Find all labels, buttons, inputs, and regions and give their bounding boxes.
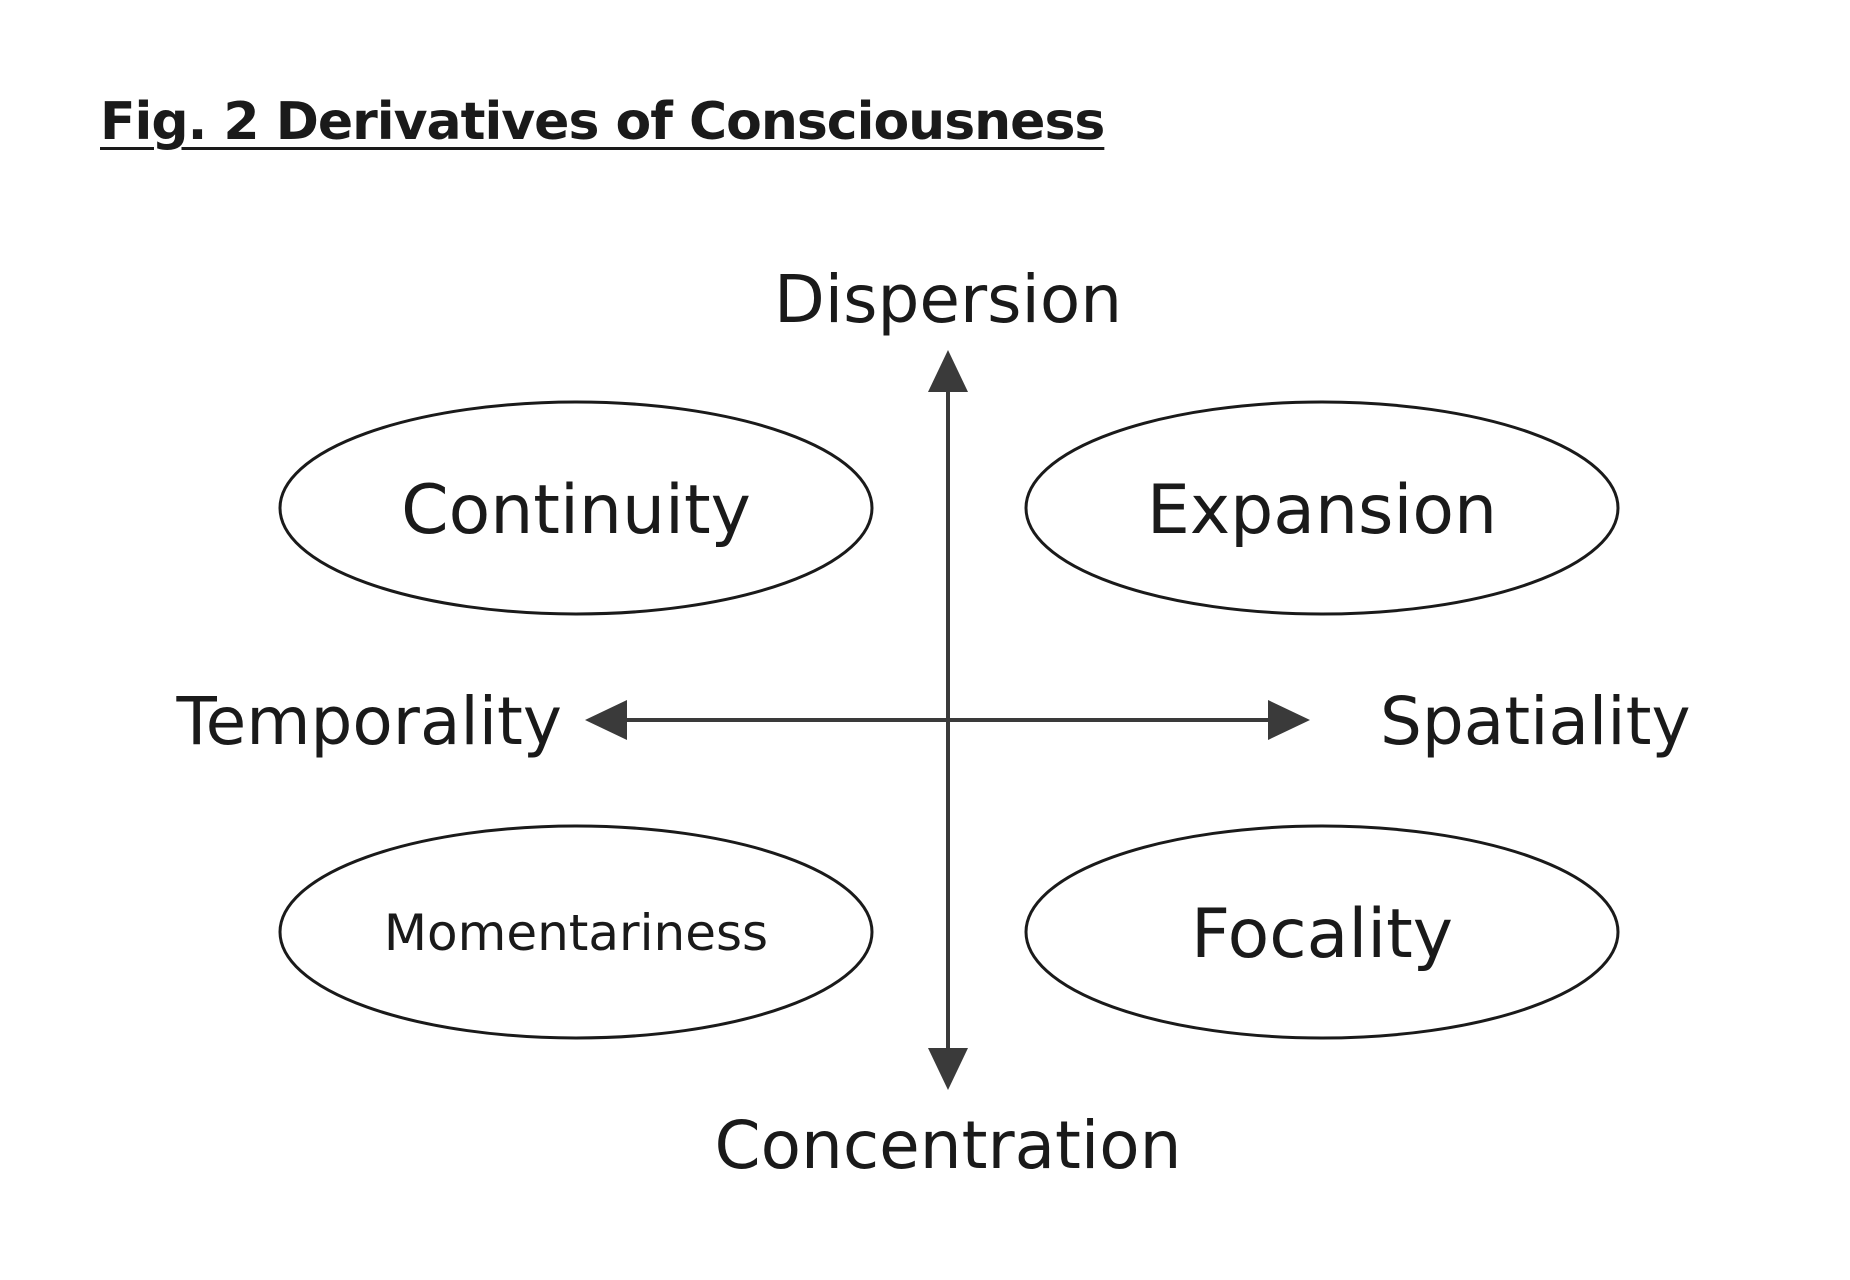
figure-title: Fig. 2 Derivatives of Consciousness: [100, 92, 1105, 152]
quadrant-bottom-left-ellipse: [278, 824, 874, 1040]
quadrant-label-bottom-right: Focality: [1191, 895, 1453, 974]
arrow-right-icon: [1268, 700, 1310, 740]
quadrant-label-bottom-left: Momentariness: [384, 904, 768, 962]
axis-label-bottom: Concentration: [715, 1107, 1182, 1184]
axis-label-left: Temporality: [176, 683, 562, 760]
quadrant-top-left-ellipse: [278, 400, 874, 616]
quadrant-bottom-right-ellipse: [1024, 824, 1620, 1040]
arrow-left-icon: [585, 700, 627, 740]
quadrant-label-top-right: Expansion: [1147, 471, 1497, 550]
arrow-down-icon: [928, 1048, 968, 1090]
quadrant-top-right-ellipse: [1024, 400, 1620, 616]
axis-label-top: Dispersion: [774, 261, 1122, 338]
arrow-up-icon: [928, 350, 968, 392]
quadrant-label-top-left: Continuity: [401, 471, 751, 550]
axis-label-right: Spatiality: [1380, 683, 1691, 760]
